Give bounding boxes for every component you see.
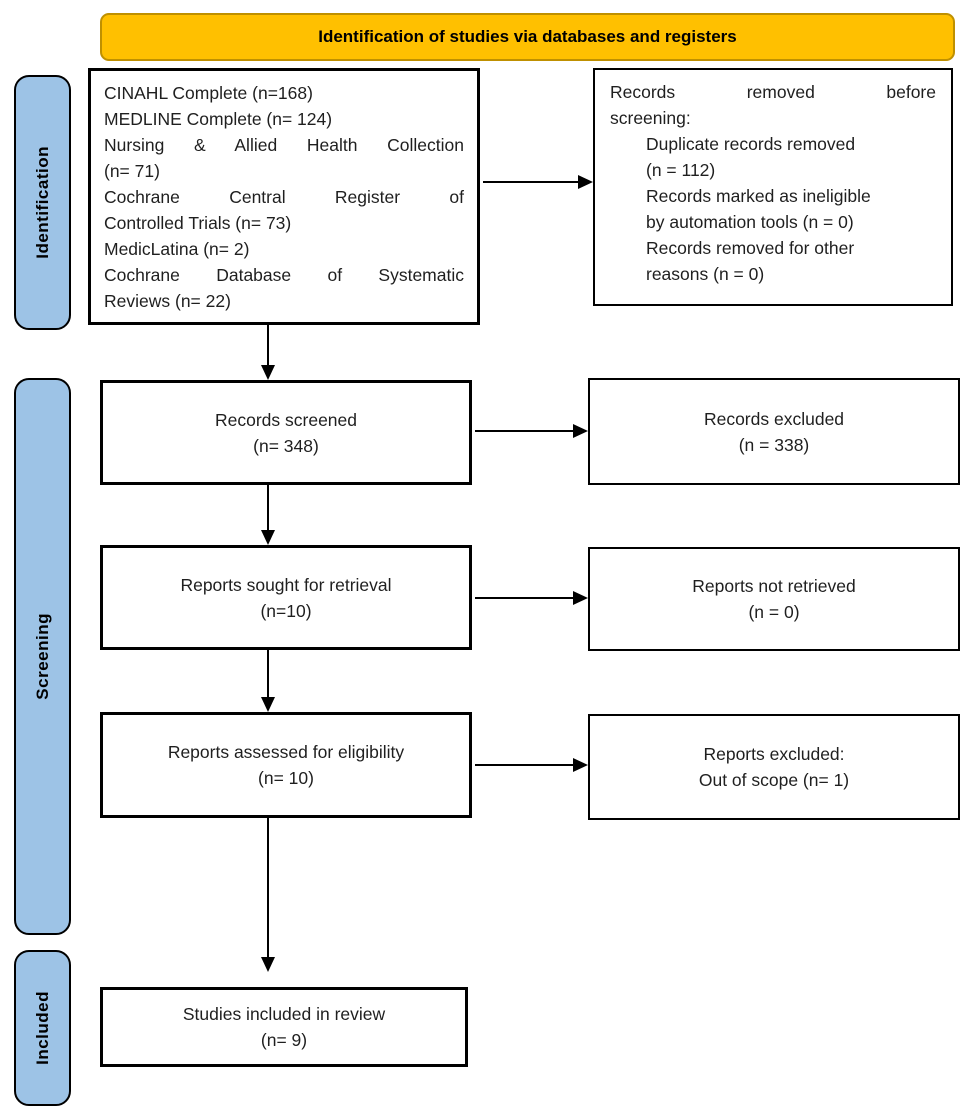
arrow-line [475, 764, 574, 766]
database-line: Cochrane Central Register of [104, 187, 464, 207]
stage-label-identification: Identification [14, 75, 71, 330]
studies-included-count: (n= 9) [260, 1030, 308, 1050]
records-screened-label: Records screened [214, 409, 358, 430]
records-removed-intro-line: screening: [610, 108, 691, 128]
arrow-line [267, 650, 269, 698]
arrowhead-down-icon [261, 365, 275, 380]
database-line: CINAHL Complete (n=168) [104, 83, 313, 103]
box-reports-not-retrieved: Reports not retrieved (n = 0) [588, 547, 960, 651]
reports-excluded-reason: Out of scope (n= 1) [698, 770, 850, 790]
arrow-line [267, 818, 269, 958]
database-line: MEDLINE Complete (n= 124) [104, 109, 333, 129]
reports-sought-count: (n=10) [260, 600, 312, 621]
database-line: MedicLatina (n= 2) [104, 239, 250, 259]
records-screened-count: (n= 348) [253, 435, 319, 456]
database-line: Controlled Trials (n= 73) [104, 213, 292, 233]
stage-label-included: Included [14, 950, 71, 1106]
arrow-line [267, 325, 269, 366]
arrow-line [483, 181, 579, 183]
reports-sought-label: Reports sought for retrieval [180, 574, 392, 595]
database-line: Nursing & Allied Health Collection [104, 135, 464, 155]
database-line: Cochrane Database of Systematic [104, 265, 464, 285]
records-removed-intro-line: Records removed before [610, 82, 936, 102]
arrowhead-right-icon [573, 758, 588, 772]
arrowhead-down-icon [261, 530, 275, 545]
records-removed-item-line: by automation tools (n = 0) [646, 212, 854, 232]
banner-title: Identification of studies via databases … [318, 27, 737, 46]
reports-assessed-count: (n= 10) [258, 768, 314, 788]
stage-label-screening: Screening [14, 378, 71, 935]
stage-label-identification-text: Identification [32, 146, 52, 259]
records-removed-item-line: Duplicate records removed [646, 134, 856, 154]
arrowhead-right-icon [578, 175, 593, 189]
box-reports-assessed: Reports assessed for eligibility (n= 10) [100, 712, 472, 818]
box-records-screened: Records screened (n= 348) [100, 380, 472, 485]
box-records-excluded: Records excluded (n = 338) [588, 378, 960, 485]
reports-not-retrieved-count: (n = 0) [748, 602, 800, 622]
reports-assessed-label: Reports assessed for eligibility [167, 742, 405, 762]
arrow-line [475, 597, 574, 599]
arrow-line [475, 430, 574, 432]
stage-label-screening-text: Screening [32, 613, 52, 700]
studies-included-label: Studies included in review [182, 1004, 386, 1024]
records-removed-item-line: Records removed for other [646, 238, 855, 258]
arrowhead-right-icon [573, 424, 588, 438]
reports-excluded-label: Reports excluded: [703, 744, 845, 764]
database-line: Reviews (n= 22) [104, 291, 231, 311]
box-studies-included: Studies included in review (n= 9) [100, 987, 468, 1067]
reports-not-retrieved-label: Reports not retrieved [692, 576, 856, 596]
arrowhead-right-icon [573, 591, 588, 605]
records-excluded-label: Records excluded [703, 408, 845, 429]
arrowhead-down-icon [261, 957, 275, 972]
records-removed-item-line: reasons (n = 0) [646, 264, 765, 284]
banner-identification-via-databases: Identification of studies via databases … [100, 13, 955, 61]
arrow-line [267, 485, 269, 531]
box-reports-sought: Reports sought for retrieval (n=10) [100, 545, 472, 650]
stage-label-included-text: Included [32, 991, 52, 1065]
records-removed-item-line: Records marked as ineligible [646, 186, 871, 206]
arrowhead-down-icon [261, 697, 275, 712]
box-reports-excluded: Reports excluded: Out of scope (n= 1) [588, 714, 960, 820]
records-excluded-count: (n = 338) [738, 434, 810, 455]
box-databases: CINAHL Complete (n=168) MEDLINE Complete… [88, 68, 480, 325]
database-line: (n= 71) [104, 161, 160, 181]
records-removed-item-line: (n = 112) [646, 160, 716, 180]
box-records-removed: Records removed before screening: Duplic… [593, 68, 953, 306]
